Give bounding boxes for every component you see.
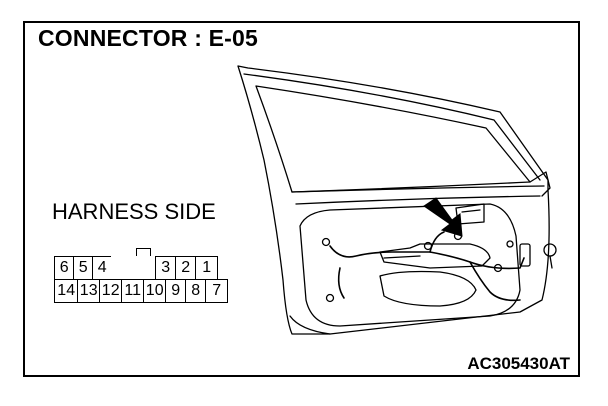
trim-panel <box>299 203 521 327</box>
connector-latch <box>136 248 151 258</box>
map-pocket <box>379 270 477 307</box>
pin-13: 13 <box>77 279 101 303</box>
pin-14: 14 <box>54 279 79 303</box>
armrest <box>379 243 491 269</box>
belt-line <box>291 185 545 193</box>
pin-12: 12 <box>99 279 123 303</box>
pin-11: 11 <box>121 279 145 303</box>
diagram-frame <box>23 21 580 377</box>
pin-7: 7 <box>205 279 229 303</box>
pin-10: 10 <box>143 279 167 303</box>
arrow-icon <box>423 197 463 237</box>
mirror-mount <box>529 171 551 197</box>
pin-gap <box>111 256 135 280</box>
connector-title: CONNECTOR : E-05 <box>38 25 259 51</box>
pin-1: 1 <box>195 256 219 280</box>
figure-code: AC305430AT <box>467 354 570 373</box>
front-connector <box>519 243 531 267</box>
harness-side-label: HARNESS SIDE <box>52 199 216 224</box>
window-frame-inner <box>255 85 531 193</box>
pin-gap <box>133 256 157 280</box>
window-frame <box>243 73 541 181</box>
